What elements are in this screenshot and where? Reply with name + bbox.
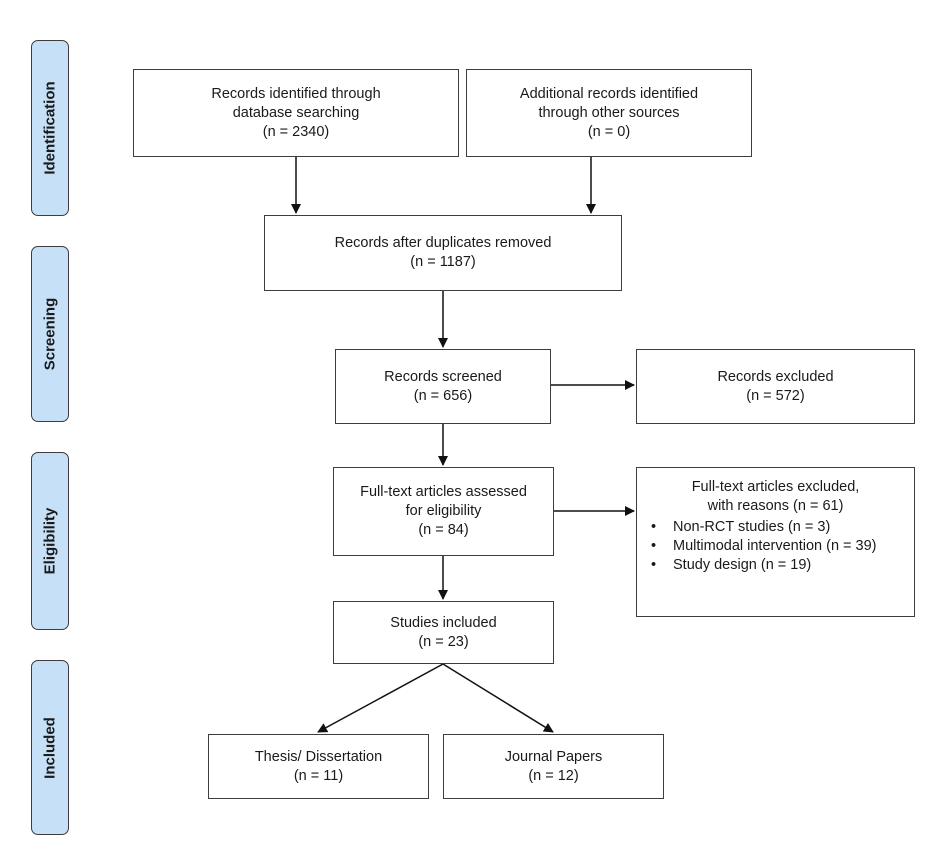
records-other-sources-box: Additional records identified through ot… bbox=[466, 69, 752, 157]
thesis-line1: Thesis/ Dissertation bbox=[254, 748, 383, 765]
screened-line1: Records screened bbox=[384, 368, 502, 385]
journal-line1: Journal Papers bbox=[504, 748, 603, 765]
included-line1: Studies included bbox=[390, 614, 497, 631]
duplicates-line1: Records after duplicates removed bbox=[334, 235, 552, 251]
excluded-count: (n = 572) bbox=[746, 387, 805, 404]
exclusion-reasons-list: Non-RCT studies (n = 3) Multimodal inter… bbox=[645, 518, 906, 575]
arrow-included-to-thesis bbox=[317, 663, 444, 733]
records-database-count: (n = 2340) bbox=[262, 123, 330, 140]
excluded-line1: Records excluded bbox=[717, 368, 834, 385]
exclusion-reason: Study design (n = 19) bbox=[645, 556, 906, 575]
records-database-box: Records identified through database sear… bbox=[133, 69, 459, 157]
records-screened-box: Records screened (n = 656) bbox=[335, 349, 551, 424]
fulltext-count: (n = 84) bbox=[418, 522, 469, 538]
duplicates-count: (n = 1187) bbox=[410, 254, 476, 270]
records-other-line2: through other sources bbox=[538, 104, 680, 121]
full-text-excluded-box: Full-text articles excluded, with reason… bbox=[636, 467, 915, 617]
full-text-assessed-box: Full-text articles assessed for eligibil… bbox=[333, 467, 554, 556]
exclusion-reason: Non-RCT studies (n = 3) bbox=[645, 518, 906, 537]
included-count: (n = 23) bbox=[418, 633, 469, 650]
phase-included: Included bbox=[31, 660, 69, 835]
journal-papers-box: Journal Papers (n = 12) bbox=[443, 734, 664, 799]
records-database-line2: database searching bbox=[232, 104, 360, 121]
phase-screening: Screening bbox=[31, 246, 69, 422]
fulltext-line1: Full-text articles assessed bbox=[360, 484, 527, 500]
thesis-count: (n = 11) bbox=[293, 767, 344, 784]
fulltext-excluded-line2: with reasons (n = 61) bbox=[707, 498, 844, 514]
records-database-line1: Records identified through bbox=[211, 85, 381, 102]
studies-included-box: Studies included (n = 23) bbox=[333, 601, 554, 664]
records-after-duplicates-box: Records after duplicates removed (n = 11… bbox=[264, 215, 622, 291]
thesis-dissertation-box: Thesis/ Dissertation (n = 11) bbox=[208, 734, 429, 799]
records-other-count: (n = 0) bbox=[587, 123, 631, 140]
exclusion-reason: Multimodal intervention (n = 39) bbox=[645, 537, 906, 556]
phase-identification: Identification bbox=[31, 40, 69, 216]
journal-count: (n = 12) bbox=[528, 767, 579, 784]
fulltext-line2: for eligibility bbox=[405, 503, 482, 519]
records-excluded-box: Records excluded (n = 572) bbox=[636, 349, 915, 424]
records-other-line1: Additional records identified bbox=[519, 85, 699, 102]
screened-count: (n = 656) bbox=[413, 387, 473, 404]
fulltext-excluded-line1: Full-text articles excluded, bbox=[691, 479, 860, 495]
arrow-included-to-journal bbox=[442, 663, 554, 733]
phase-eligibility: Eligibility bbox=[31, 452, 69, 630]
